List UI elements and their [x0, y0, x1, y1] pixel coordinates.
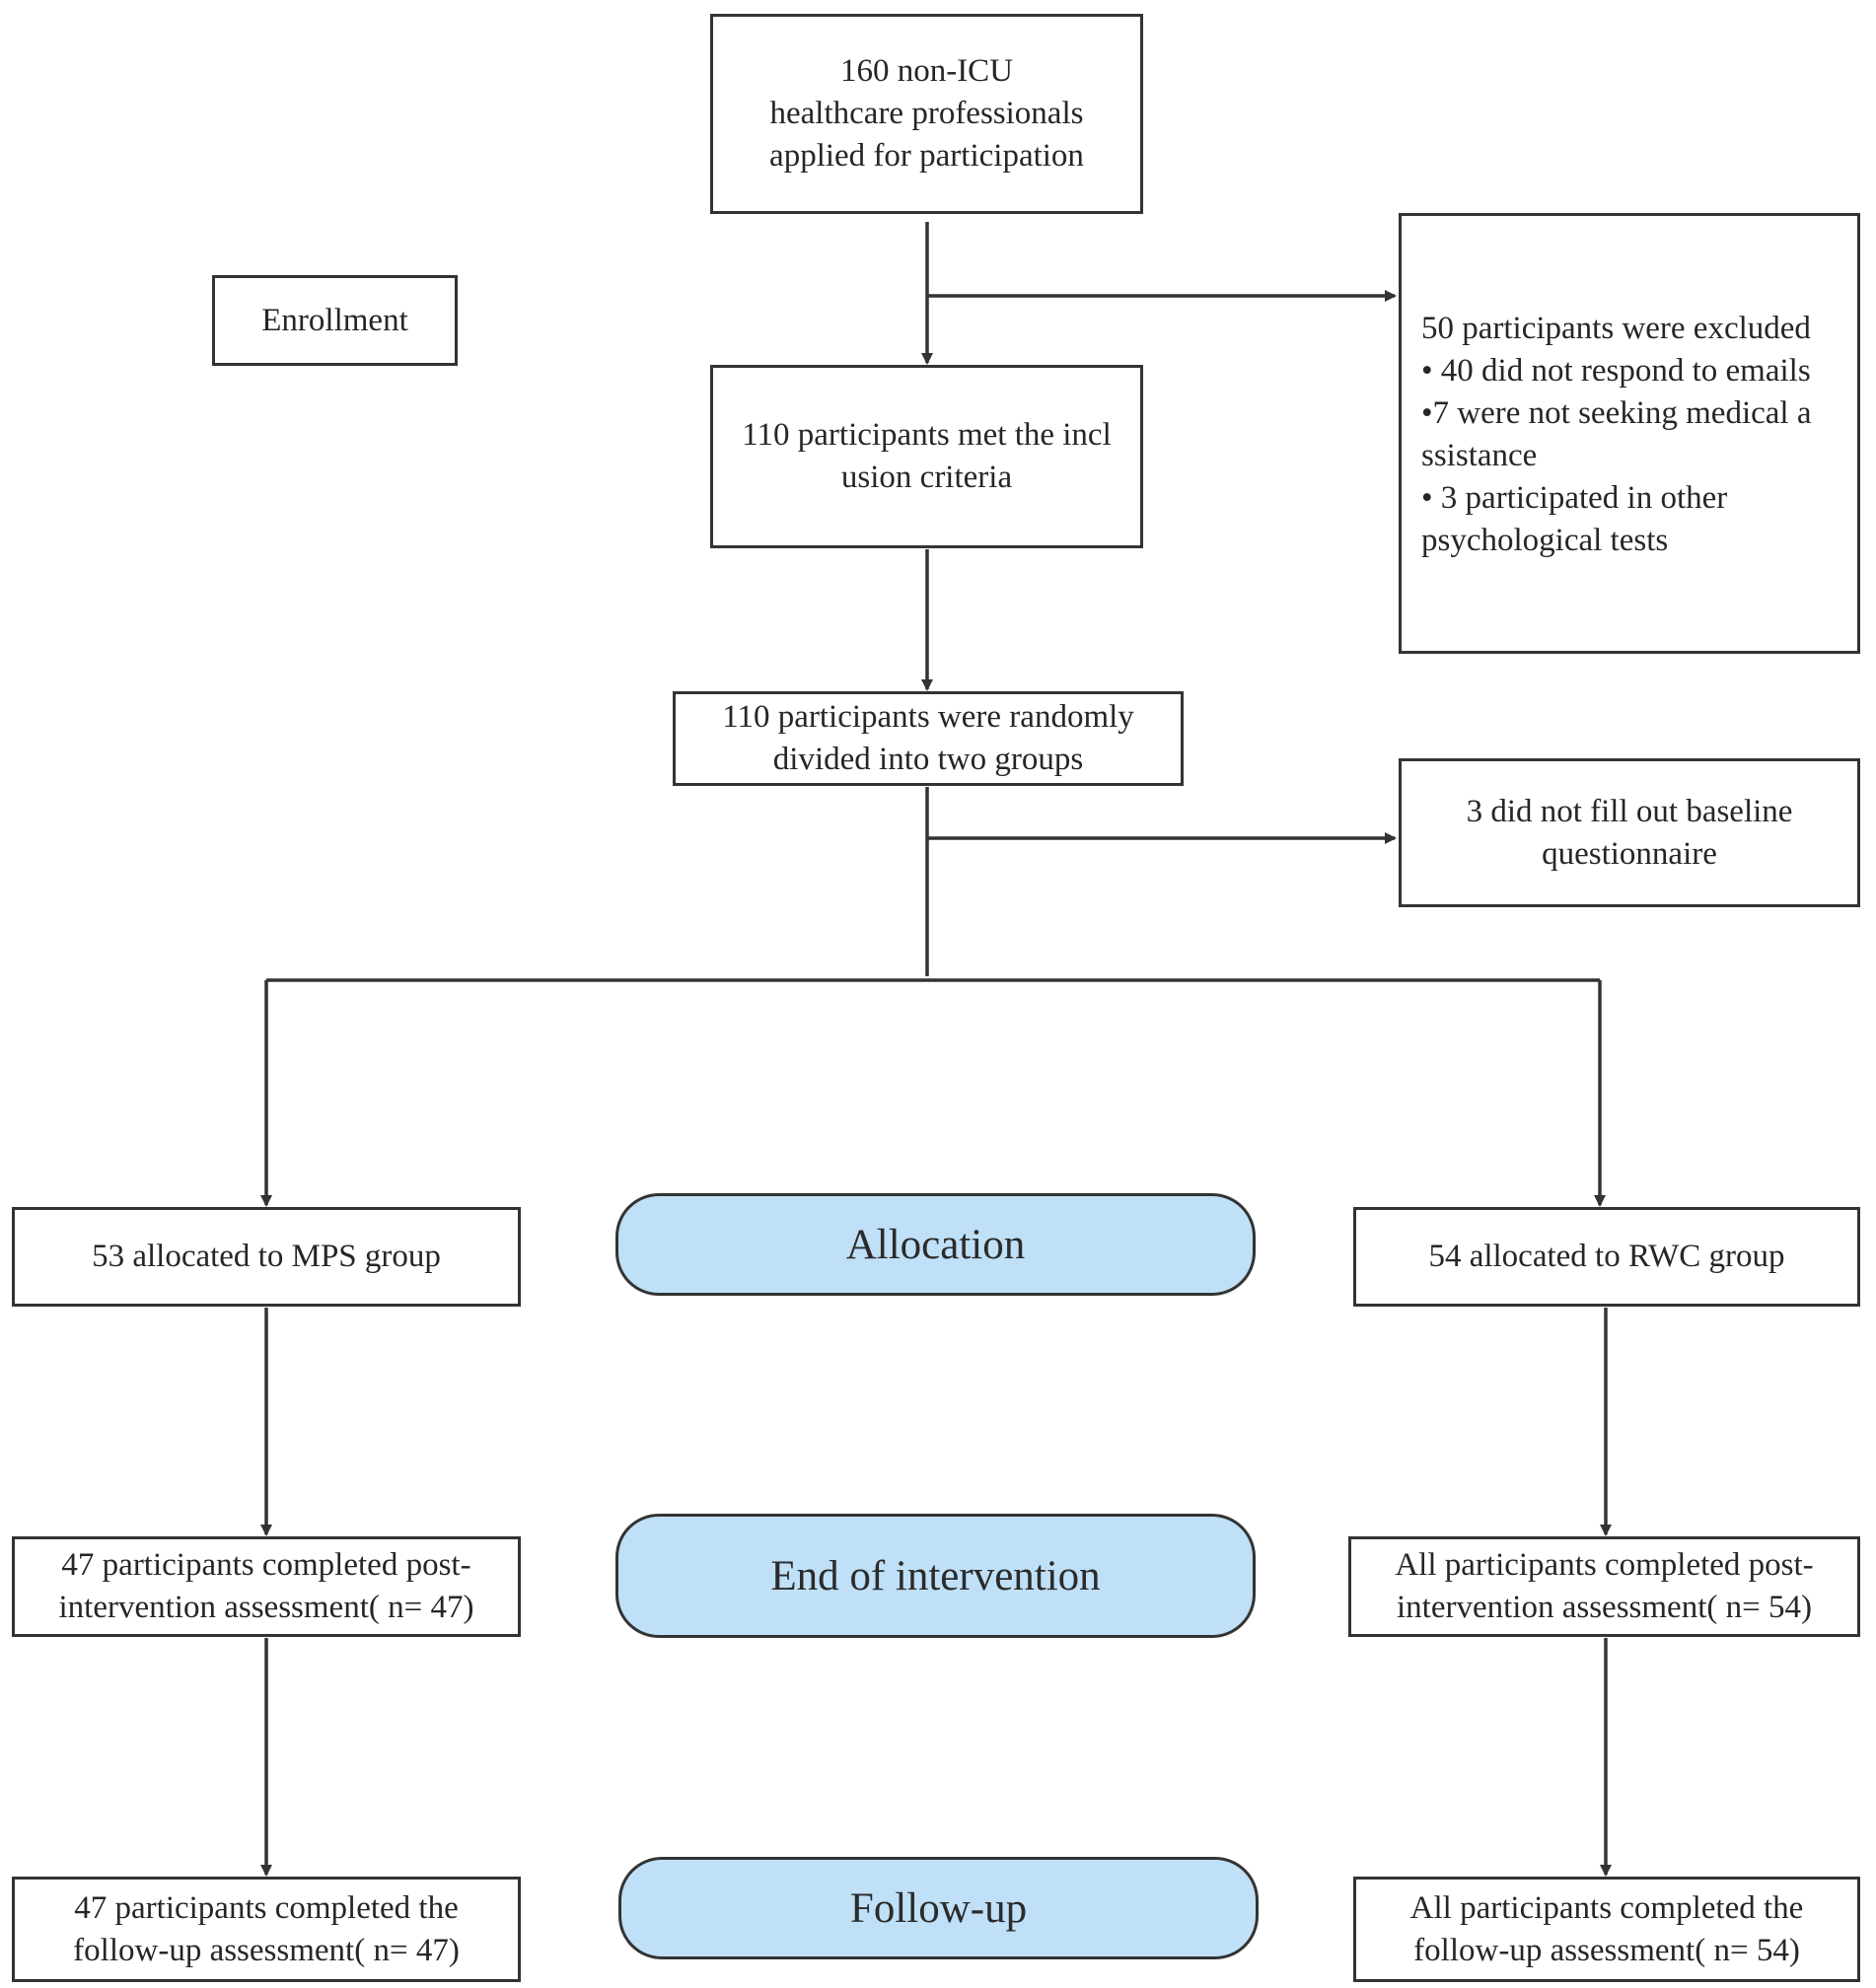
mps-post-line-2: intervention assessment( n= 47)	[58, 1590, 474, 1625]
mps-follow-up-box: 47 participants completed the follow-up …	[12, 1877, 521, 1982]
mps-post-box: 47 participants completed post- interven…	[12, 1536, 521, 1637]
enrollment-label: Enrollment	[261, 302, 408, 338]
excluded-line-3: •7 were not seeking medical a	[1421, 395, 1812, 431]
mps-follow-up-line-2: follow-up assessment( n= 47)	[73, 1932, 460, 1968]
no-baseline-box: 3 did not fill out baseline questionnair…	[1399, 758, 1860, 907]
rwc-post-line-1: All participants completed post-	[1395, 1547, 1814, 1583]
rwc-post-line-2: intervention assessment( n= 54)	[1397, 1590, 1812, 1625]
stage-end-of-intervention: End of intervention	[615, 1514, 1256, 1638]
stage-allocation-label: Allocation	[845, 1221, 1026, 1268]
excluded-line-4: ssistance	[1421, 438, 1538, 473]
rwc-follow-up-box: All participants completed the follow-up…	[1353, 1877, 1860, 1982]
no-baseline-line-1: 3 did not fill out baseline	[1466, 793, 1793, 829]
stage-follow-up-label: Follow-up	[849, 1884, 1028, 1932]
applied-line-3: applied for participation	[769, 138, 1084, 174]
mps-allocated-box: 53 allocated to MPS group	[12, 1207, 521, 1307]
mps-allocated-label: 53 allocated to MPS group	[92, 1239, 441, 1274]
no-baseline-line-2: questionnaire	[1542, 835, 1717, 872]
randomized-box: 110 participants were randomly divided i…	[673, 691, 1184, 786]
rwc-post-box: All participants completed post- interve…	[1348, 1536, 1860, 1637]
rwc-follow-up-line-2: follow-up assessment( n= 54)	[1413, 1932, 1800, 1968]
randomized-line-1: 110 participants were randomly	[722, 699, 1134, 735]
rwc-follow-up-line-1: All participants completed the	[1409, 1889, 1804, 1926]
met-criteria-line-1: 110 participants met the incl	[742, 417, 1112, 453]
mps-follow-up-line-1: 47 participants completed the	[74, 1889, 459, 1926]
excluded-box: 50 participants were excluded • 40 did n…	[1399, 213, 1860, 654]
excluded-line-5: • 3 participated in other	[1421, 480, 1728, 516]
excluded-line-1: 50 participants were excluded	[1421, 311, 1811, 346]
enrollment-label-box: Enrollment	[212, 275, 458, 366]
met-criteria-box: 110 participants met the incl usion crit…	[710, 365, 1143, 548]
rwc-allocated-label: 54 allocated to RWC group	[1428, 1239, 1785, 1274]
applied-box: 160 non-ICU healthcare professionals app…	[710, 14, 1143, 214]
applied-line-1: 160 non-ICU	[839, 53, 1014, 89]
stage-end-of-intervention-label: End of intervention	[770, 1552, 1101, 1599]
randomized-line-2: divided into two groups	[772, 742, 1084, 777]
rwc-allocated-box: 54 allocated to RWC group	[1353, 1207, 1860, 1307]
applied-line-2: healthcare professionals	[769, 96, 1084, 131]
excluded-line-6: psychological tests	[1421, 523, 1669, 558]
stage-allocation: Allocation	[615, 1193, 1256, 1296]
stage-follow-up: Follow-up	[618, 1857, 1259, 1959]
excluded-line-2: • 40 did not respond to emails	[1421, 353, 1811, 389]
mps-post-line-1: 47 participants completed post-	[61, 1547, 471, 1583]
met-criteria-line-2: usion criteria	[840, 460, 1013, 495]
